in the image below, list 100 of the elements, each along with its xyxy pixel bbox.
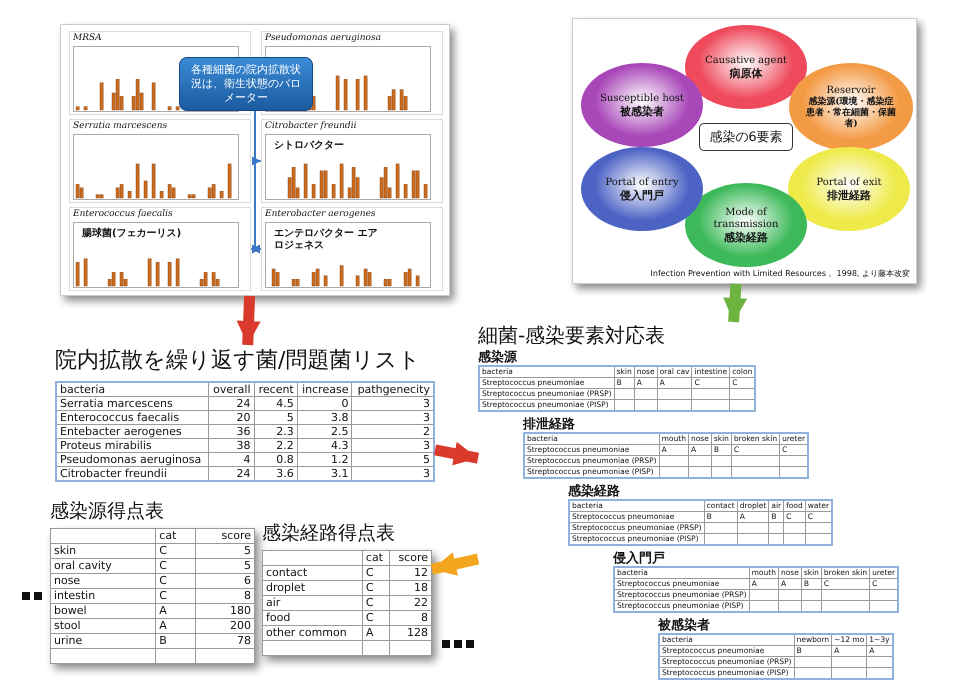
table-cell: 3 xyxy=(352,438,434,452)
table-cell: increase xyxy=(297,382,352,396)
table-cell: urine xyxy=(50,634,156,648)
table-cell: 5 xyxy=(352,452,434,466)
table-cell: food xyxy=(262,610,362,626)
table-cell: 2.2 xyxy=(254,438,298,452)
table-cell: 2.3 xyxy=(254,424,298,438)
table-cell: Proteus mirabilis xyxy=(56,438,209,452)
section-heading: 院内拡散を繰り返す菌/問題菌リスト xyxy=(55,347,422,375)
table-cell: 180 xyxy=(195,604,254,618)
table-cell: C xyxy=(362,596,390,610)
citation-text: Infection Prevention with Limited Resources， 1998, より藤本改変 xyxy=(650,268,910,279)
chart-title: Pseudomonas aeruginosa xyxy=(265,33,381,43)
chart-title: MRSA xyxy=(73,33,102,43)
table-cell: 3.8 xyxy=(297,410,352,424)
callout-text: 各種細菌の院内拡散状況は、衛生状態のバロメーター xyxy=(190,63,302,105)
table-cell: 4.3 xyxy=(297,438,352,452)
table-cell: C xyxy=(156,558,196,574)
table-cell: 38 xyxy=(208,438,254,452)
table-cell: 2.5 xyxy=(297,424,352,438)
table-cell: Pseudomonas aeruginosa xyxy=(56,452,209,466)
table-cell: Entebacter aerogenes xyxy=(56,424,209,438)
chart-title: Enterobacter aerogenes xyxy=(265,209,376,219)
bar-chart xyxy=(69,119,251,203)
element-ellipse xyxy=(789,63,913,151)
table-cell: Serratia marcescens xyxy=(56,396,209,410)
table-cell: droplet xyxy=(262,580,362,596)
bar-chart xyxy=(261,207,443,291)
table-cell: contact xyxy=(262,566,362,580)
japanese-label: 被感染者 xyxy=(620,104,664,118)
table-cell: C xyxy=(156,544,196,558)
table-cell: 22 xyxy=(390,596,432,610)
callout-bubble xyxy=(179,57,313,111)
chart-label: シトロバクター xyxy=(274,140,344,152)
table-cell: other common xyxy=(262,626,362,640)
block-arrow xyxy=(434,442,480,466)
table-cell: bacteria xyxy=(56,382,209,396)
screenshot-panel xyxy=(60,24,450,296)
table-cell: C xyxy=(362,566,390,580)
table-cell: recent xyxy=(254,382,298,396)
table-cell: bowel xyxy=(50,604,156,618)
table-cell: skin xyxy=(50,544,156,558)
section-heading: 細菌-感染要素対応表 xyxy=(478,322,666,349)
table-cell: 5 xyxy=(195,558,254,574)
table-cell: C xyxy=(362,610,390,626)
table-cell: A xyxy=(156,618,196,634)
table-cell: 8 xyxy=(390,610,432,626)
table-cell: C xyxy=(362,580,390,596)
section-heading: 感染源得点表 xyxy=(50,499,165,524)
table-cell: 18 xyxy=(390,580,432,596)
english-label: Reservoir xyxy=(826,84,876,96)
screenshot-panel xyxy=(572,18,917,284)
table-cell: 3 xyxy=(352,396,434,410)
japanese-label: 病原体 xyxy=(730,66,762,80)
bar-chart xyxy=(261,119,443,203)
table-cell: cat xyxy=(156,528,196,544)
block-arrow xyxy=(236,296,261,346)
chart-title: Enterococcus faecalis xyxy=(73,209,173,219)
table-cell: 128 xyxy=(390,626,432,640)
table-cell: stool xyxy=(50,618,156,634)
table-cell: pathgenecity xyxy=(352,382,434,396)
table-cell: 36 xyxy=(208,424,254,438)
table-cell: 20 xyxy=(208,410,254,424)
english-label: Causative agent xyxy=(705,54,787,66)
table-cell: score xyxy=(390,550,432,566)
table-cell: overall xyxy=(208,382,254,396)
table-cell: oral cavity xyxy=(50,558,156,574)
japanese-label: 排泄経路 xyxy=(827,188,871,202)
chart-title: Citrobacter freundii xyxy=(265,121,356,131)
english-label: Mode of transmission xyxy=(712,206,780,230)
table-cell: 5 xyxy=(195,544,254,558)
table-cell: 78 xyxy=(195,634,254,648)
english-label: Portal of entry xyxy=(605,176,679,188)
table-cell: 5 xyxy=(254,410,298,424)
table-cell: 1.2 xyxy=(297,452,352,466)
table-cell: 2 xyxy=(352,424,434,438)
table-title: 被感染者 xyxy=(658,618,711,633)
table-title: 感染経路 xyxy=(568,484,621,499)
table-cell: 24 xyxy=(208,396,254,410)
table-cell: nose xyxy=(50,574,156,588)
table-cell: B xyxy=(156,634,196,648)
chart-label: エンテロバクター エアロジェネス xyxy=(274,228,378,252)
table-cell: C xyxy=(156,574,196,588)
table-cell: 12 xyxy=(390,566,432,580)
chart-label: 腸球菌(フェカーリス) xyxy=(82,228,182,240)
english-label: Portal of exit xyxy=(816,176,882,188)
frame-text: 感染の6要素 xyxy=(709,129,783,146)
table-cell: A xyxy=(156,604,196,618)
japanese-label: 感染経路 xyxy=(724,230,768,244)
table-cell: Enterococcus faecalis xyxy=(56,410,209,424)
block-arrow xyxy=(723,284,748,322)
japanese-label: 感染源(環境・感染症患者・常在細菌・保菌者) xyxy=(805,96,897,130)
table-cell: 4.5 xyxy=(254,396,298,410)
table-title: 排泄経路 xyxy=(523,417,576,432)
table-title: 侵入門戸 xyxy=(613,551,666,566)
table-cell: cat xyxy=(362,550,390,566)
table-cell: 0 xyxy=(297,396,352,410)
table-cell: score xyxy=(195,528,254,544)
table-cell: 6 xyxy=(195,574,254,588)
table-cell: A xyxy=(362,626,390,640)
